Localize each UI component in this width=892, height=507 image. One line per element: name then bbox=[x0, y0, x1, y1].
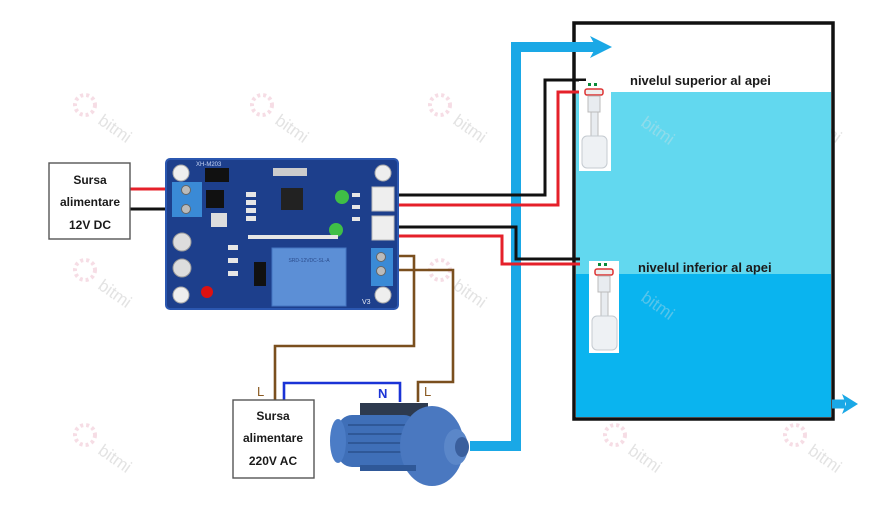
relay bbox=[271, 247, 347, 307]
mount-hole-icon bbox=[374, 164, 392, 182]
led-red-icon bbox=[201, 286, 213, 298]
watermark-text: bitmi bbox=[625, 441, 665, 477]
ac-supply-label-line3: 220V AC bbox=[249, 454, 298, 468]
watermark-text: bitmi bbox=[805, 441, 845, 477]
live-label-pump: L bbox=[424, 384, 431, 399]
inlet-arrow-icon bbox=[590, 36, 612, 58]
wire-red-upper bbox=[380, 90, 586, 207]
upper-level-label: nivelul superior al apei bbox=[630, 73, 771, 88]
wire-black-upper bbox=[380, 78, 586, 197]
dc-supply-label-line3: 12V DC bbox=[69, 218, 111, 232]
lower-level-label: nivelul inferior al apei bbox=[638, 260, 772, 275]
dc-power-supply: Sursa alimentare 12V DC bbox=[48, 162, 131, 240]
ic-chip bbox=[281, 188, 303, 210]
ac-supply-label-line1: Sursa bbox=[256, 409, 290, 423]
relay-label: SRD-12VDC-SL-A bbox=[288, 258, 330, 264]
water-pump-icon bbox=[330, 403, 469, 486]
float-sensor-upper bbox=[579, 81, 611, 171]
wire-black-lower bbox=[380, 225, 580, 261]
neutral-label: N bbox=[378, 386, 387, 401]
mount-hole-icon bbox=[374, 286, 392, 304]
wire-brown-supply bbox=[273, 254, 416, 400]
mount-hole-icon bbox=[172, 286, 190, 304]
terminal-label: V3 bbox=[362, 299, 371, 306]
ac-power-supply: Sursa alimentare 220V AC bbox=[232, 399, 315, 479]
tank-outline bbox=[572, 21, 835, 421]
watermark-text: bitmi bbox=[95, 111, 135, 147]
led-green-icon bbox=[335, 190, 349, 204]
dc-supply-label-line2: alimentare bbox=[60, 195, 120, 209]
mount-hole-icon bbox=[172, 164, 190, 182]
dc-supply-label-line1: Sursa bbox=[73, 173, 107, 187]
watermark-text: bitmi bbox=[272, 111, 312, 147]
watermark-text: bitmi bbox=[450, 111, 490, 147]
float-sensor-lower bbox=[589, 261, 619, 353]
board-model-label: XH-M203 bbox=[196, 162, 222, 168]
outlet-arrow-icon bbox=[842, 394, 858, 414]
sensor-connector-lower bbox=[371, 215, 395, 241]
wire-brown-pump bbox=[385, 268, 455, 402]
wire-blue-neutral bbox=[282, 381, 402, 402]
water-upper-zone bbox=[576, 92, 831, 274]
live-label-supply: L bbox=[257, 384, 264, 399]
led-green-icon bbox=[329, 223, 343, 237]
ac-wires bbox=[273, 254, 455, 402]
sensor-connector-upper bbox=[371, 186, 395, 212]
wire-red-lower bbox=[380, 234, 580, 266]
watermark-text: bitmi bbox=[95, 276, 135, 312]
watermark-text: bitmi bbox=[450, 276, 490, 312]
watermark-text: bitmi bbox=[95, 441, 135, 477]
controller-board: XH-M203 SRD-12VDC bbox=[165, 158, 399, 310]
ac-supply-label-line2: alimentare bbox=[243, 431, 303, 445]
sensor-wires bbox=[380, 78, 586, 266]
